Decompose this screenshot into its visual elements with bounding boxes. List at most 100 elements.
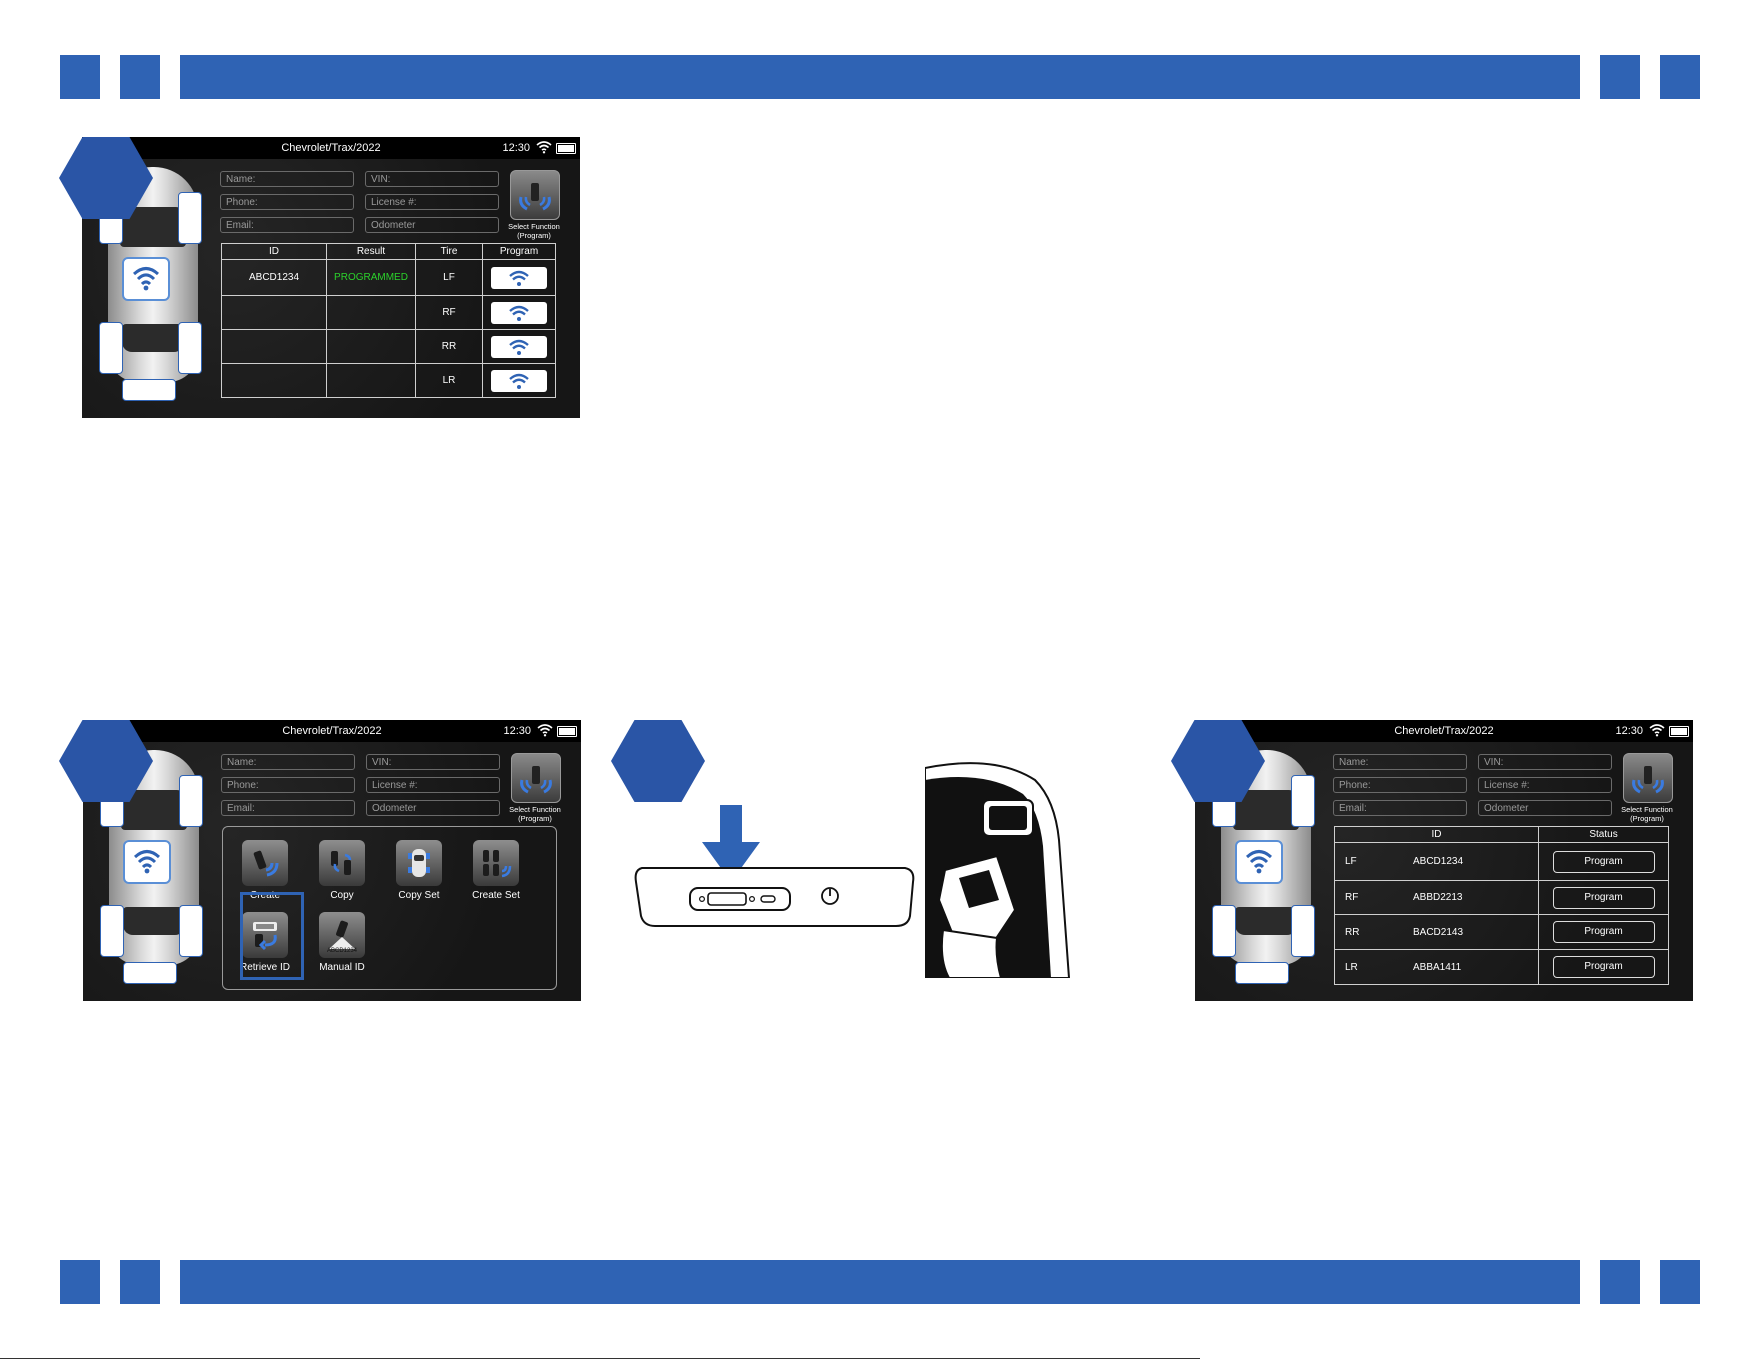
function-copy-set[interactable]: Copy Set [386,840,452,901]
phone-field[interactable]: Phone: [220,194,354,210]
email-field[interactable]: Email: [221,800,355,816]
function-create-set[interactable]: Create Set [463,840,529,901]
function-copy[interactable]: Copy [309,840,375,901]
function-manual-id[interactable]: ABCD1234 Manual ID [309,912,375,973]
odometer-field[interactable]: Odometer [366,800,500,816]
tire-rf[interactable] [178,192,202,244]
license-field[interactable]: License #: [1478,777,1612,793]
vehicle-title: Chevrolet/Trax/2022 [282,725,382,737]
vin-field[interactable]: VIN: [365,171,499,187]
tire-rr[interactable] [178,322,202,374]
function-create[interactable]: Create [232,840,298,901]
function-retrieve-id[interactable]: Retrieve ID [232,912,298,973]
function-label: Copy Set [398,890,440,901]
row-id: ABCD1234 [1379,842,1540,881]
sensor-wave-icon [253,850,279,877]
tire-lr[interactable] [1212,905,1236,957]
row-result [326,329,416,364]
phone-field[interactable]: Phone: [1333,777,1467,793]
manual-id-icon [329,920,355,949]
header-tire: Tire [415,243,483,260]
battery-icon [557,726,577,737]
vin-field[interactable]: VIN: [366,754,500,770]
odometer-field[interactable]: Odometer [1478,800,1612,816]
sensor-wave-icon [122,257,170,301]
wifi-icon [509,373,529,389]
program-button[interactable]: Program [1552,886,1655,909]
status-bar: Chevrolet/Trax/2022 12:30 [1195,720,1693,742]
step-marker-hexagon [59,137,153,219]
vin-field[interactable]: VIN: [1478,754,1612,770]
program-button[interactable] [491,266,547,289]
odometer-field[interactable]: Odometer [365,217,499,233]
program-button[interactable]: Program [1552,850,1655,873]
manual-id-badge: ABCD1234 [326,948,358,954]
tire-rf[interactable] [179,775,203,827]
step-marker-hexagon [59,720,153,802]
header-result: Result [326,243,416,260]
sensor-wave-icon [1235,840,1283,884]
program-button[interactable]: Program [1552,921,1655,943]
name-field[interactable]: Name: [221,754,355,770]
tire-lr[interactable] [99,322,123,374]
device-port-illustration [634,805,915,927]
program-result-table: ID Result Tire Program ABCD1234 PROGRAMM… [221,243,556,398]
sensor-wave-icon [519,183,551,211]
name-field[interactable]: Name: [220,171,354,187]
name-field[interactable]: Name: [1333,754,1467,770]
row-id: BACD2143 [1379,914,1540,950]
email-field[interactable]: Email: [220,217,354,233]
row-tire: RR [415,329,483,364]
tire-rf[interactable] [1291,775,1315,827]
select-function-button[interactable] [510,170,560,220]
row-id: ABCD1234 [221,259,327,296]
sensor-wave-icon [123,840,171,884]
tire-rr[interactable] [1291,905,1315,957]
retrieve-id-highlight [240,892,304,980]
copy-sensors-icon [331,851,352,875]
bottom-band [0,1260,1761,1304]
wifi-icon [1649,724,1665,737]
table-row: RR BACD2143 Program [1334,914,1669,950]
program-button[interactable] [491,335,547,358]
header-id: ID [221,243,327,260]
band-square [120,1260,160,1304]
tire-spare[interactable] [122,379,176,401]
program-button[interactable]: Program [1552,956,1655,978]
sensor-wave-icon [1632,766,1664,794]
select-function-button[interactable] [1623,753,1673,803]
table-row: LF ABCD1234 Program [1334,842,1669,881]
select-function-button[interactable] [511,753,561,803]
obd-retrieve-icon [253,922,277,951]
vehicle-title: Chevrolet/Trax/2022 [1394,725,1494,737]
tire-spare[interactable] [123,962,177,984]
row-id: ABBD2213 [1379,880,1540,915]
top-band [0,55,1761,99]
tire-rr[interactable] [179,905,203,957]
band-bar [180,1260,1580,1304]
program-button[interactable] [491,369,547,392]
header-program: Program [482,243,556,260]
email-field[interactable]: Email: [1333,800,1467,816]
wifi-icon [536,141,552,154]
function-label: Manual ID [319,962,365,973]
phone-field[interactable]: Phone: [221,777,355,793]
arrow-down-icon [720,805,742,845]
program-button[interactable] [491,301,547,324]
status-bar: Chevrolet/Trax/2022 12:30 [82,137,580,159]
tire-spare[interactable] [1235,962,1289,984]
clock: 12:30 [502,142,530,154]
header-id: ID [1333,826,1540,843]
row-result [326,363,416,398]
table-row: RF [221,295,556,330]
table-row: RR [221,329,556,364]
license-field[interactable]: License #: [366,777,500,793]
select-function-label: Select Function (Program) [509,805,561,823]
row-tire: LF [1334,842,1379,881]
band-square [1600,55,1640,99]
wifi-icon [509,339,529,355]
license-field[interactable]: License #: [365,194,499,210]
function-label: Retrieve ID [239,962,290,973]
function-label: Copy [330,890,354,901]
tire-lr[interactable] [100,905,124,957]
